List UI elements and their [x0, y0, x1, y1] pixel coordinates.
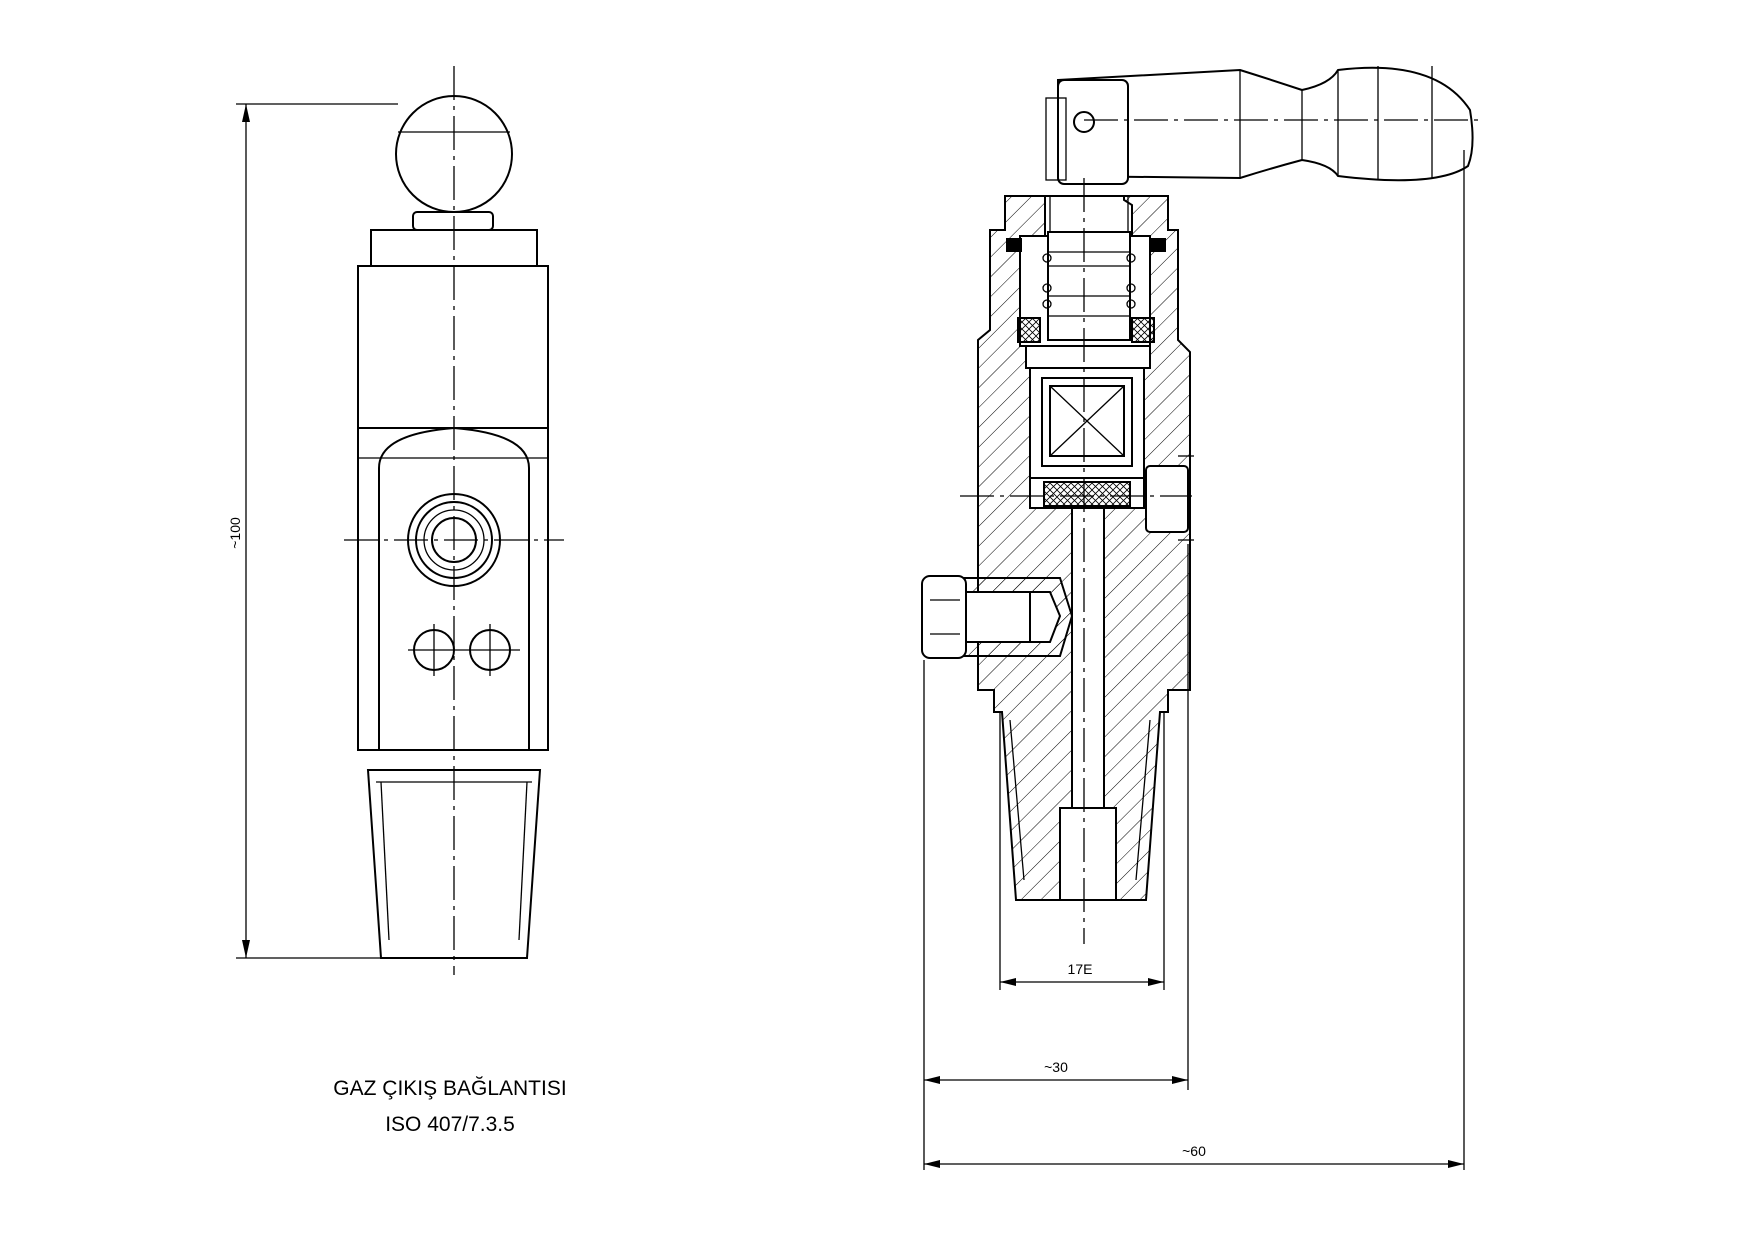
lever-handle — [1057, 66, 1474, 182]
front-view: ~100 — [227, 66, 564, 975]
spindle — [1047, 231, 1131, 341]
middle-body — [357, 427, 549, 751]
tapered-stem — [366, 769, 542, 959]
body-width-dimension-label: ~30 — [1044, 1059, 1068, 1075]
gas-bore — [1071, 507, 1105, 809]
upper-body — [357, 265, 549, 429]
lever-clevis — [1057, 79, 1129, 185]
lever-pin — [1073, 111, 1095, 133]
drawing-standard: ISO 407/7.3.5 — [385, 1113, 515, 1136]
packing-left — [1017, 317, 1041, 343]
knob-stem — [412, 211, 494, 231]
valve-seat — [1043, 481, 1131, 507]
washer — [1025, 345, 1151, 369]
side-plug — [1145, 465, 1189, 533]
outlet-bore — [1059, 807, 1117, 901]
gland-nut — [1044, 195, 1133, 237]
packing-right — [1131, 317, 1155, 343]
section-view: 17E ~30 ~60 — [921, 66, 1480, 1170]
height-dimension-label: ~100 — [227, 517, 243, 549]
outlet-dimension-label: 17E — [1068, 961, 1093, 977]
total-width-dimension-label: ~60 — [1182, 1143, 1206, 1159]
outlet-nut — [921, 575, 967, 659]
drawing-title: GAZ ÇIKIŞ BAĞLANTISI — [333, 1077, 567, 1100]
